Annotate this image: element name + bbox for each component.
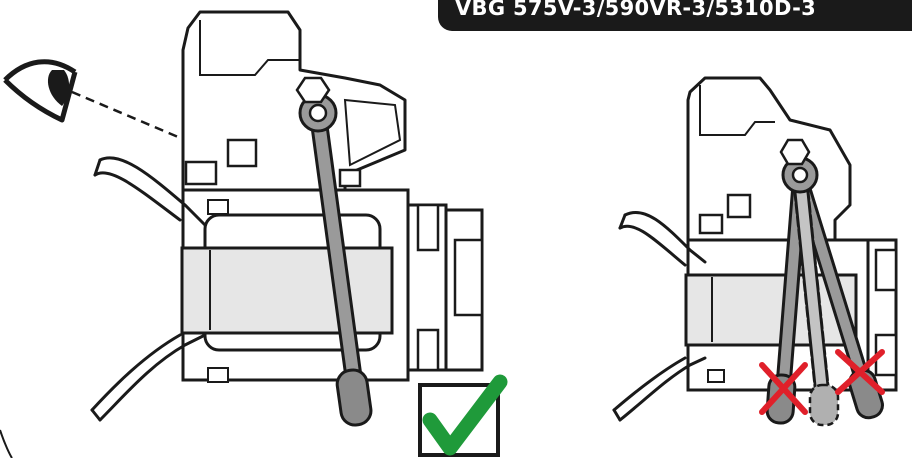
guard-rails <box>90 156 207 422</box>
model-banner: VBG 575V-3/590VR-3/5310D-3 <box>438 0 912 31</box>
incorrect-usage-figure <box>612 76 898 427</box>
engine-housing <box>181 10 407 192</box>
red-cross-mark-icon <box>759 349 885 415</box>
guard-rails-small <box>612 210 707 422</box>
eye-icon <box>3 59 78 123</box>
drum-assembly <box>406 203 484 372</box>
green-check-mark-icon <box>418 374 508 457</box>
engine-housing-small <box>686 76 852 242</box>
correct-usage-figure <box>0 10 508 458</box>
model-label: VBG 575V-3/590VR-3/5310D-3 <box>455 0 817 20</box>
base-frame <box>180 188 410 383</box>
handle-correct-position <box>295 76 373 427</box>
